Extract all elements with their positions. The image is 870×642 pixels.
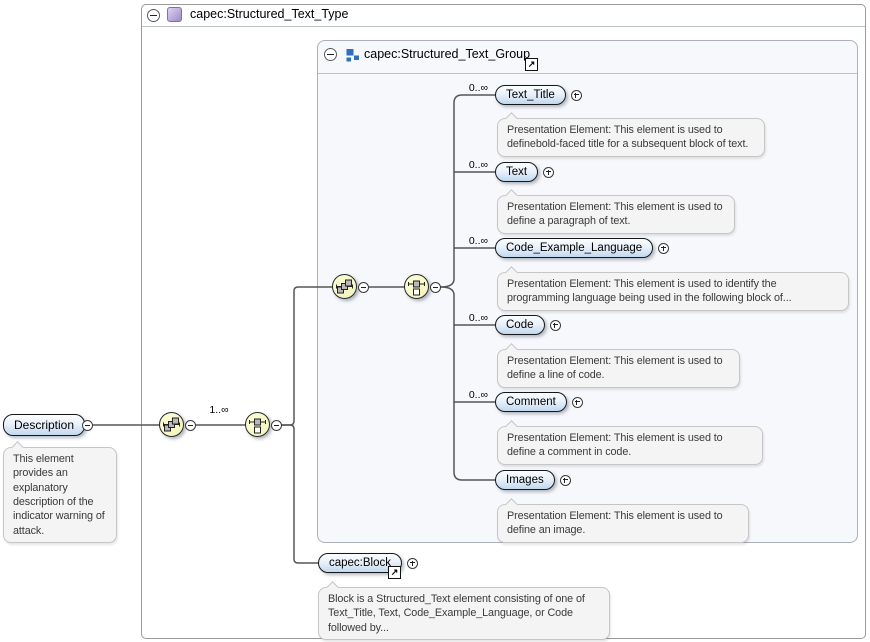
multiplicity-label: 0..∞ [468,312,488,324]
group-header-divider [318,73,857,74]
block-tooltip: Block is a Structured_Text element consi… [318,587,610,641]
sequence-icon[interactable] [332,274,357,299]
multiplicity-label: 1..∞ [209,404,229,416]
collapse-icon[interactable] [324,48,337,61]
element-pill-code[interactable]: Code [495,315,545,335]
group-title: capec:Structured_Text_Group [364,47,531,61]
element-pill-block[interactable]: capec:Block [318,553,403,573]
complex-type-icon [167,7,182,22]
element-pill-description[interactable]: Description [3,414,86,436]
collapse-toggle-icon[interactable] [358,282,369,293]
expand-toggle-icon[interactable] [549,319,561,331]
element-tooltip-comment: Presentation Element: This element is us… [497,426,763,465]
collapse-toggle-icon[interactable] [185,420,196,431]
expand-toggle-icon[interactable] [559,474,571,486]
multiplicity-label: 0..∞ [468,159,488,171]
element-tooltip-images: Presentation Element: This element is us… [497,504,749,543]
choice-icon[interactable] [245,412,270,437]
collapse-toggle-icon[interactable] [430,282,441,293]
expand-toggle-icon[interactable] [407,557,419,569]
element-tooltip-text: Presentation Element: This element is us… [497,195,735,234]
multiplicity-label: 0..∞ [468,82,488,94]
expand-toggle-icon[interactable] [658,242,670,254]
element-tooltip-code-example-language: Presentation Element: This element is us… [497,272,849,311]
multiplicity-label: 0..∞ [468,235,488,247]
element-tooltip-text-title: Presentation Element: This element is us… [497,118,765,157]
expand-toggle-icon[interactable] [543,166,555,178]
element-pill-code-example-language[interactable]: Code_Example_Language [495,238,654,258]
header-divider [142,26,865,27]
collapse-icon[interactable] [147,9,160,22]
choice-icon[interactable] [404,274,429,299]
expand-toggle-icon[interactable] [571,396,583,408]
complex-type-title: capec:Structured_Text_Type [190,7,349,21]
collapse-toggle-icon[interactable] [271,420,282,431]
element-pill-text-title[interactable]: Text_Title [495,85,566,105]
collapse-toggle-icon[interactable] [82,420,93,431]
group-icon [346,49,359,62]
element-pill-text[interactable]: Text [495,162,539,182]
sequence-icon[interactable] [159,412,184,437]
description-tooltip: This element provides an explanatory des… [3,447,117,544]
multiplicity-label: 0..∞ [468,389,488,401]
element-tooltip-code: Presentation Element: This element is us… [497,349,740,388]
element-pill-images[interactable]: Images [495,470,555,490]
external-link-icon[interactable]: ↗ [388,566,401,579]
external-link-icon[interactable]: ↗ [525,58,538,71]
expand-toggle-icon[interactable] [570,89,582,101]
element-pill-comment[interactable]: Comment [495,392,567,412]
